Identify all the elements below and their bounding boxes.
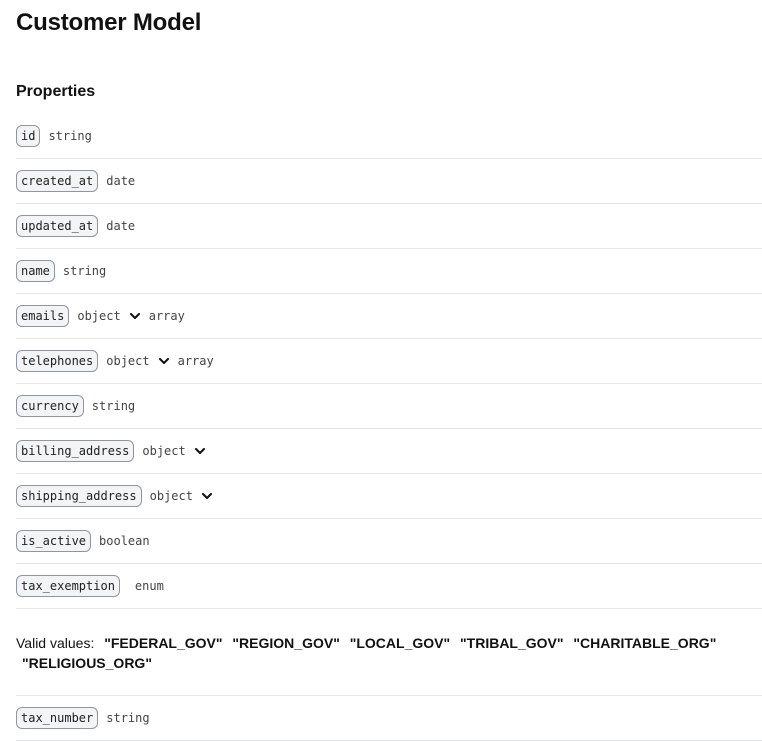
chevron-down-icon[interactable] bbox=[129, 310, 141, 322]
property-type: string bbox=[62, 264, 107, 278]
chevron-down-icon[interactable] bbox=[194, 445, 206, 457]
property-row-id: id string bbox=[16, 114, 762, 159]
enum-value: "FEDERAL_GOV" bbox=[104, 635, 223, 651]
property-row-emails: emails object array bbox=[16, 294, 762, 339]
section-title: Properties bbox=[16, 83, 96, 100]
enum-value: "REGION_GOV" bbox=[232, 635, 340, 651]
property-row-is_active: is_active boolean bbox=[16, 519, 762, 564]
page-title: Customer Model bbox=[16, 9, 202, 36]
property-name: billing_address bbox=[16, 440, 135, 462]
chevron-down-icon[interactable] bbox=[201, 490, 213, 502]
property-subtype: array bbox=[177, 354, 214, 368]
enum-value: "TRIBAL_GOV" bbox=[460, 635, 564, 651]
enum-value: "RELIGIOUS_ORG" bbox=[22, 655, 152, 671]
property-type: string bbox=[106, 711, 150, 725]
property-name: tax_exemption bbox=[16, 575, 120, 597]
property-name: is_active bbox=[16, 530, 92, 552]
property-name: shipping_address bbox=[16, 485, 142, 507]
property-row-shipping_address: shipping_address object bbox=[16, 474, 762, 519]
property-row-updated_at: updated_at date bbox=[16, 204, 762, 249]
property-row-telephones: telephones object array bbox=[16, 339, 762, 384]
property-type: string bbox=[91, 399, 136, 413]
property-row-currency: currency string bbox=[16, 384, 762, 429]
property-name: currency bbox=[16, 395, 84, 417]
property-name: updated_at bbox=[16, 215, 99, 237]
property-row-billing_address: billing_address object bbox=[16, 429, 762, 474]
property-type: object bbox=[106, 354, 150, 368]
property-type: date bbox=[106, 219, 136, 233]
property-type: object bbox=[142, 444, 186, 458]
property-type: boolean bbox=[99, 534, 150, 548]
property-name: telephones bbox=[16, 350, 99, 372]
property-name: emails bbox=[16, 305, 70, 327]
chevron-down-icon[interactable] bbox=[158, 355, 170, 367]
property-row-tax_number: tax_number string bbox=[16, 696, 762, 741]
property-type: object bbox=[77, 309, 121, 323]
property-row-name: name string bbox=[16, 249, 762, 294]
property-name: tax_number bbox=[16, 707, 99, 729]
property-name: name bbox=[16, 260, 55, 282]
property-type: object bbox=[149, 489, 193, 503]
valid-values-label: Valid values: bbox=[16, 635, 95, 651]
property-subtype: array bbox=[148, 309, 185, 323]
property-type: string bbox=[48, 129, 92, 143]
valid-values: Valid values: "FEDERAL_GOV" "REGION_GOV"… bbox=[16, 609, 762, 696]
property-row-tax_exemption: tax_exemption enum bbox=[16, 564, 762, 609]
property-type: date bbox=[106, 174, 136, 188]
property-type: enum bbox=[134, 579, 164, 593]
property-name: id bbox=[16, 125, 41, 147]
property-name: created_at bbox=[16, 170, 99, 192]
property-row-created_at: created_at date bbox=[16, 159, 762, 204]
enum-value: "CHARITABLE_ORG" bbox=[573, 635, 717, 651]
enum-value: "LOCAL_GOV" bbox=[349, 635, 451, 651]
